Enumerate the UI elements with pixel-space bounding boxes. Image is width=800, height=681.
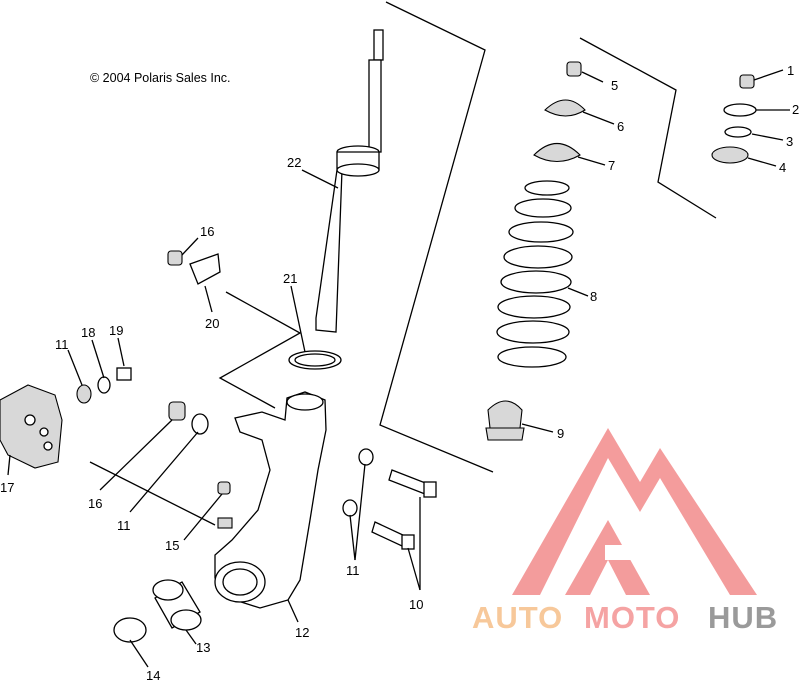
watermark-logo <box>512 428 757 595</box>
label-2: 2 <box>792 102 799 117</box>
brand-auto: AUTO <box>472 600 563 635</box>
label-8: 8 <box>590 289 597 304</box>
label-21: 21 <box>283 271 297 286</box>
wheel-bearing <box>113 579 202 643</box>
brand-moto: MOTO <box>584 600 680 635</box>
bump-stop <box>485 400 525 441</box>
nut-washers <box>711 74 757 164</box>
label-20: 20 <box>205 316 219 331</box>
part-labels: 1 2 3 4 5 6 7 8 9 10 11 11 11 12 13 14 1… <box>0 63 799 681</box>
steering-knuckle <box>214 391 327 609</box>
spring-seats <box>533 61 586 163</box>
label-3: 3 <box>786 134 793 149</box>
label-12: 12 <box>295 625 309 640</box>
leader-lines <box>7 69 790 668</box>
label-7: 7 <box>608 158 615 173</box>
label-17: 17 <box>0 480 14 495</box>
label-11-a: 11 <box>346 563 360 578</box>
label-18: 18 <box>81 325 95 340</box>
brand-hub: HUB <box>708 600 778 635</box>
brake-caliper <box>0 384 63 469</box>
label-4: 4 <box>779 160 786 175</box>
label-16-b: 16 <box>88 496 102 511</box>
label-1: 1 <box>787 63 794 78</box>
label-19: 19 <box>109 323 123 338</box>
label-6: 6 <box>617 119 624 134</box>
label-22: 22 <box>287 155 301 170</box>
label-5: 5 <box>611 78 618 93</box>
label-15: 15 <box>165 538 179 553</box>
group-brackets <box>89 1 717 526</box>
label-14: 14 <box>146 668 160 681</box>
coil-spring <box>496 180 574 368</box>
label-11-b: 11 <box>117 518 131 533</box>
copyright-text: © 2004 Polaris Sales Inc. <box>90 71 231 85</box>
caliper-fasteners <box>76 367 231 495</box>
label-11-c: 11 <box>55 337 69 352</box>
label-9: 9 <box>557 426 564 441</box>
bolts-washers <box>342 448 437 550</box>
label-16-a: 16 <box>200 224 214 239</box>
shock-absorber <box>315 29 384 333</box>
clip-nut <box>167 250 221 285</box>
label-10: 10 <box>409 597 423 612</box>
label-13: 13 <box>196 640 210 655</box>
